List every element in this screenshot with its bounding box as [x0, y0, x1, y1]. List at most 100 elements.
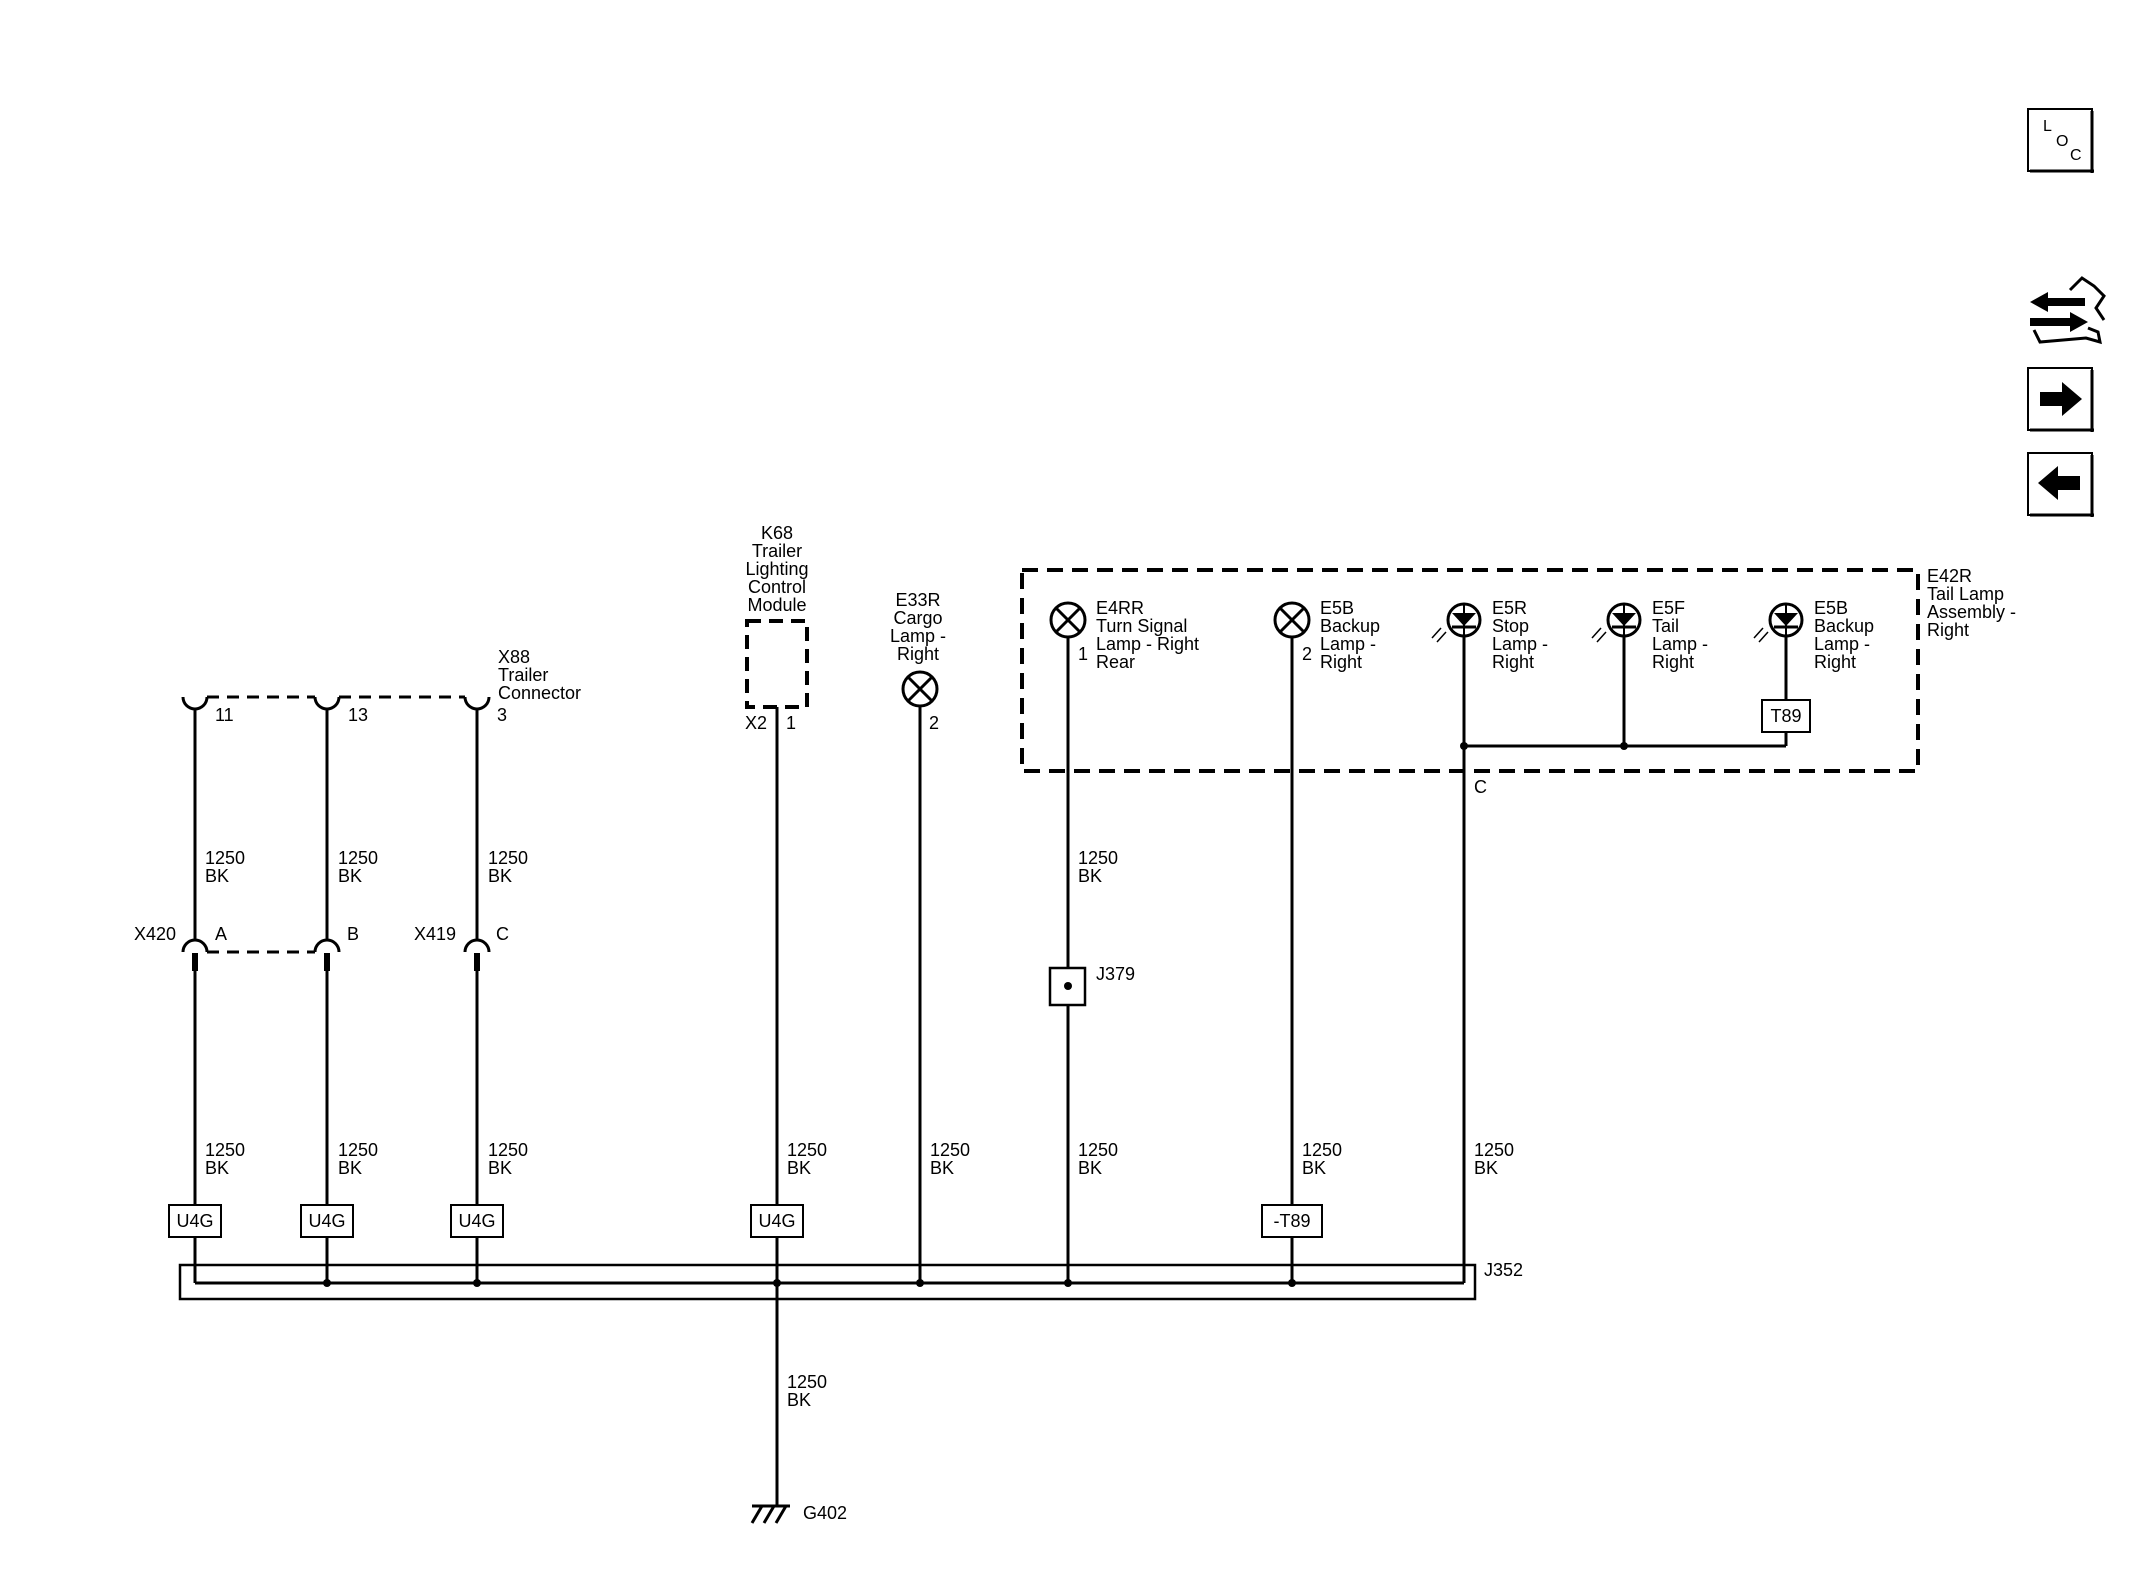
svg-text:Right: Right [1927, 620, 1969, 640]
svg-text:Tail Lamp: Tail Lamp [1927, 584, 2004, 604]
svg-text:U4G: U4G [458, 1211, 495, 1231]
x420-pin-b: B [347, 924, 359, 944]
svg-text:E42R: E42R [1927, 566, 1972, 586]
svg-text:BK: BK [205, 1158, 229, 1178]
x88-label-line3: Connector [498, 683, 581, 703]
x420-label: X420 [134, 924, 176, 944]
u4g-option-box-3: U4G [450, 1204, 504, 1238]
x88-trailer-connector: X88 Trailer Connector 11 13 3 [181, 647, 581, 725]
arrow-left-icon [2038, 466, 2080, 500]
svg-text:J352: J352 [1484, 1260, 1523, 1280]
wire-label-e4rr-upper: 1250 BK [1078, 848, 1118, 886]
svg-text:Cargo: Cargo [893, 608, 942, 628]
g402-ground: G402 [750, 1503, 847, 1524]
x420-pin-a: A [215, 924, 227, 944]
svg-text:T89: T89 [1770, 706, 1801, 726]
svg-text:Right: Right [1320, 652, 1362, 672]
x419-connector: X419 C [414, 924, 509, 971]
svg-text:BK: BK [488, 866, 512, 886]
wire-label-k68: 1250 BK [787, 1140, 827, 1178]
svg-text:Turn Signal: Turn Signal [1096, 616, 1187, 636]
e33r-cargo-lamp: E33R Cargo Lamp - Right 2 [890, 590, 946, 733]
svg-text:Tail: Tail [1652, 616, 1679, 636]
svg-text:BK: BK [1474, 1158, 1498, 1178]
x88-pin-11: 11 [215, 705, 234, 725]
x88-pin-3: 3 [497, 705, 507, 725]
svg-text:Lamp -: Lamp - [890, 626, 946, 646]
svg-text:1250: 1250 [787, 1140, 827, 1160]
u4g-option-box-2: U4G [300, 1204, 354, 1238]
u4g-option-box-1: U4G [168, 1204, 222, 1238]
svg-text:1250: 1250 [787, 1372, 827, 1392]
svg-text:U4G: U4G [758, 1211, 795, 1231]
svg-text:BK: BK [488, 1158, 512, 1178]
svg-text:1250: 1250 [338, 848, 378, 868]
loc-o-letter: O [2056, 133, 2068, 150]
svg-text:Rear: Rear [1096, 652, 1135, 672]
wire-label-b-lower: 1250 BK [338, 1140, 378, 1178]
x88-label-line2: Trailer [498, 665, 548, 685]
svg-text:BK: BK [1302, 1158, 1326, 1178]
svg-text:Lamp -: Lamp - [1492, 634, 1548, 654]
e5r-stop-lamp-led: E5R Stop Lamp - Right [1431, 598, 1548, 672]
svg-text:BK: BK [338, 866, 362, 886]
svg-text:BK: BK [930, 1158, 954, 1178]
svg-text:1250: 1250 [488, 848, 528, 868]
wire-label-13: 1250 BK [338, 848, 378, 886]
svg-text:E5F: E5F [1652, 598, 1685, 618]
wire-label-e42r: 1250 BK [1474, 1140, 1514, 1178]
svg-text:BK: BK [205, 866, 229, 886]
e5b-backup-lamp-bulb: E5B Backup Lamp - Right 2 [1273, 598, 1380, 672]
svg-text:E5B: E5B [1814, 598, 1848, 618]
svg-text:Right: Right [1652, 652, 1694, 672]
x420-connector: X420 A B [134, 924, 359, 971]
svg-text:E5B: E5B [1320, 598, 1354, 618]
loc-button[interactable]: L O C [2027, 108, 2094, 173]
wire-label-e33r: 1250 BK [930, 1140, 970, 1178]
svg-text:Assembly -: Assembly - [1927, 602, 2016, 622]
e42r-pin-c: C [1474, 777, 1487, 797]
e42r-tail-lamp-assembly: E42R Tail Lamp Assembly - Right [1020, 566, 2016, 773]
svg-text:Lamp -: Lamp - [1652, 634, 1708, 654]
wire-label-c-lower: 1250 BK [488, 1140, 528, 1178]
k68-pin-x2: X2 [745, 713, 767, 733]
svg-text:1250: 1250 [338, 1140, 378, 1160]
svg-text:BK: BK [338, 1158, 362, 1178]
svg-text:Stop: Stop [1492, 616, 1529, 636]
e4rr-pin-1: 1 [1078, 644, 1088, 664]
loc-l-letter: L [2043, 118, 2052, 135]
svg-text:BK: BK [787, 1390, 811, 1410]
svg-text:Lighting: Lighting [745, 559, 808, 579]
svg-text:Backup: Backup [1320, 616, 1380, 636]
svg-text:Trailer: Trailer [752, 541, 802, 561]
svg-text:1250: 1250 [1302, 1140, 1342, 1160]
svg-text:Lamp - Right: Lamp - Right [1096, 634, 1199, 654]
svg-text:1250: 1250 [488, 1140, 528, 1160]
svg-text:G402: G402 [803, 1503, 847, 1523]
next-page-button[interactable] [2027, 367, 2094, 432]
svg-text:1250: 1250 [1078, 848, 1118, 868]
svg-text:1250: 1250 [1078, 1140, 1118, 1160]
svg-text:Right: Right [1492, 652, 1534, 672]
svg-text:E4RR: E4RR [1096, 598, 1144, 618]
svg-text:J379: J379 [1096, 964, 1135, 984]
j379-splice: J379 [1048, 964, 1135, 1007]
svg-text:U4G: U4G [176, 1211, 213, 1231]
svg-text:Right: Right [897, 644, 939, 664]
wire-label-3: 1250 BK [488, 848, 528, 886]
svg-text:Lamp -: Lamp - [1320, 634, 1376, 654]
wire-label-11: 1250 BK [205, 848, 245, 886]
previous-page-button[interactable] [2027, 452, 2094, 517]
svg-text:1250: 1250 [930, 1140, 970, 1160]
x88-pin-13: 13 [348, 705, 368, 725]
e4rr-turn-signal-lamp: E4RR Turn Signal Lamp - Right Rear 1 [1049, 598, 1199, 672]
svg-text:Control: Control [748, 577, 806, 597]
svg-text:K68: K68 [761, 523, 793, 543]
wire-label-ground: 1250 BK [787, 1372, 827, 1410]
svg-text:BK: BK [1078, 1158, 1102, 1178]
svg-text:1250: 1250 [1474, 1140, 1514, 1160]
service-tool-icon[interactable] [2030, 276, 2106, 345]
x419-label: X419 [414, 924, 456, 944]
svg-text:-T89: -T89 [1273, 1211, 1310, 1231]
